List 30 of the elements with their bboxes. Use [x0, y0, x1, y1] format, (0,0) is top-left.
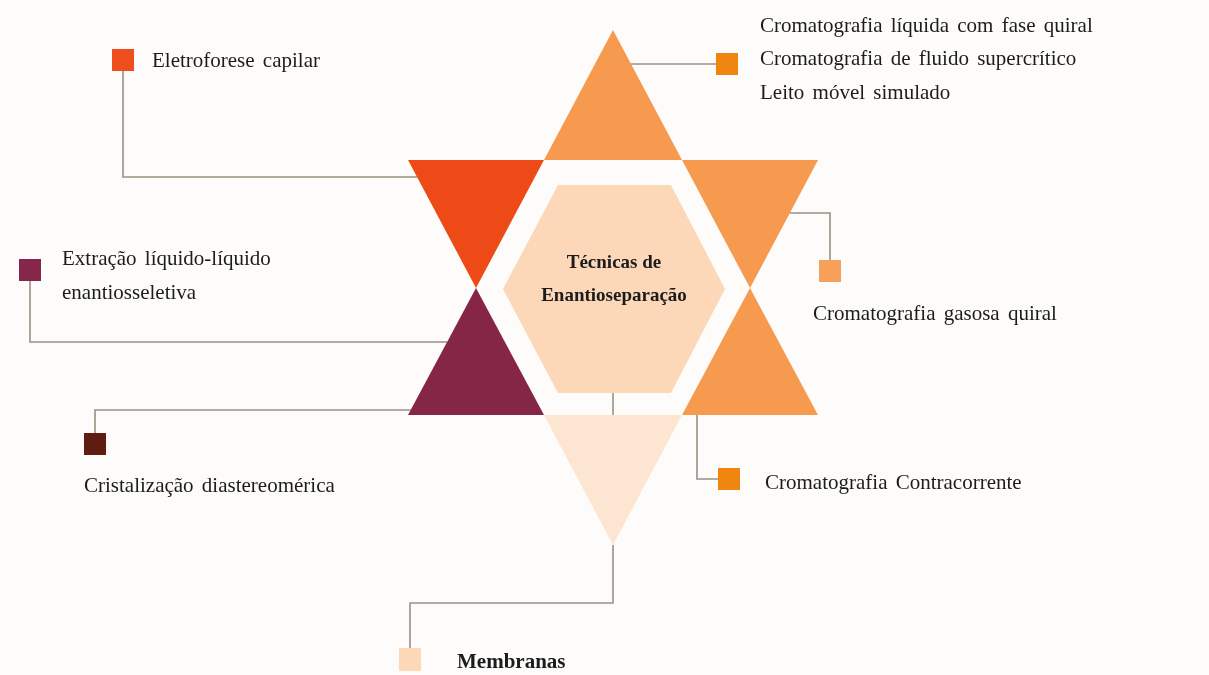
square-marker — [718, 468, 740, 490]
center-hexagon — [503, 185, 725, 393]
technique-label: Extração líquido-líquido enantiosseletiva — [62, 245, 272, 306]
leader-line — [94, 409, 412, 434]
technique-label: Cromatografia de fluido supercrítico — [760, 45, 1077, 72]
technique-label: Cromatografia gasosa quiral — [813, 300, 1057, 327]
technique-label: Eletroforese capilar — [152, 47, 320, 74]
leader-line — [409, 544, 614, 649]
leader-line — [696, 414, 719, 480]
technique-label: Leito móvel simulado — [760, 79, 951, 106]
leader-line — [612, 392, 614, 416]
star-triangle — [682, 160, 818, 288]
square-marker — [819, 260, 841, 282]
leader-line — [122, 70, 418, 178]
star-triangle — [544, 30, 682, 160]
leader-line — [789, 212, 831, 261]
square-marker — [84, 433, 106, 455]
leader-line — [29, 280, 448, 343]
star-triangle — [408, 160, 544, 288]
square-marker — [399, 648, 421, 671]
leader-line — [630, 63, 717, 65]
square-marker — [716, 53, 738, 75]
square-marker — [112, 49, 134, 71]
square-marker — [19, 259, 41, 281]
technique-label: Cromatografia Contracorrente — [765, 469, 1022, 496]
technique-label: Cristalização diastereomérica — [84, 472, 335, 499]
technique-label: Membranas — [457, 648, 566, 675]
title-text: Técnicas de Enantioseparação — [540, 250, 688, 307]
technique-label: Cromatografia líquida com fase quiral — [760, 12, 1093, 39]
star-triangle — [544, 415, 682, 545]
